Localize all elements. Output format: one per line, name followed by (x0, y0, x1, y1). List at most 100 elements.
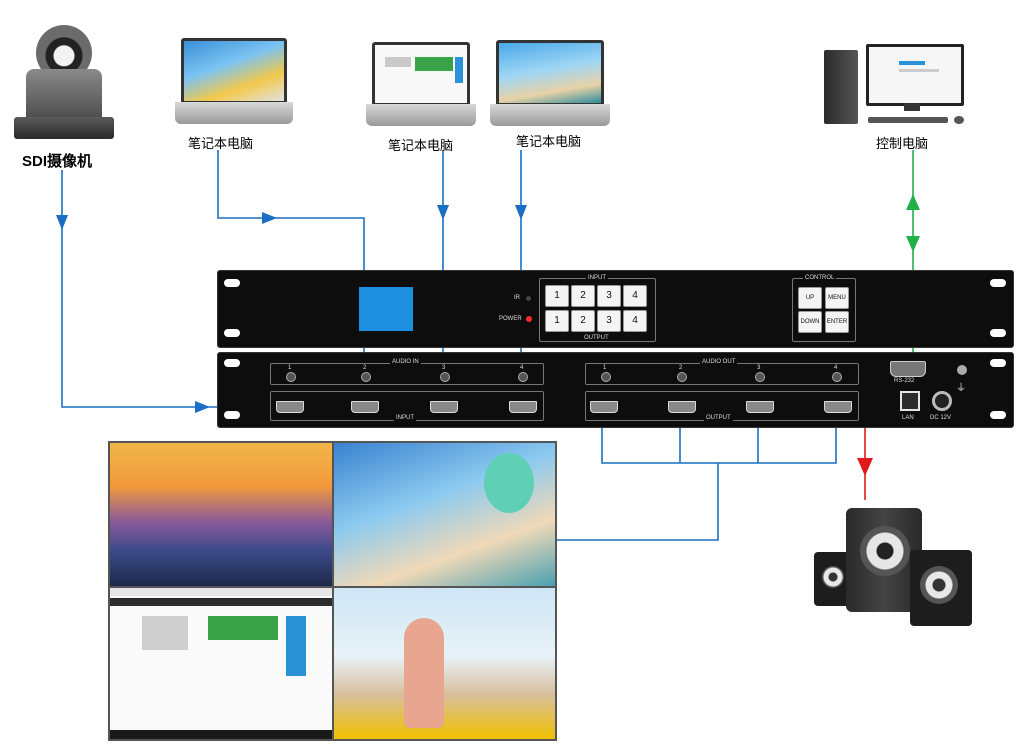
rack-hole (224, 329, 240, 337)
input-button-4[interactable]: 4 (623, 285, 647, 307)
lan-port[interactable] (900, 391, 920, 411)
power-indicator (526, 316, 532, 322)
laptop2-base (366, 104, 476, 126)
hdmi-output-1[interactable] (590, 401, 618, 413)
menu-button[interactable]: MENU (825, 287, 849, 309)
power-label: POWER (499, 316, 522, 322)
audio-out-port-label-3: 3 (757, 365, 761, 371)
laptop3-screen (496, 40, 604, 106)
pc-tower (824, 50, 858, 124)
display-wall (108, 441, 557, 741)
laptop1-base (175, 102, 293, 124)
pc-mouse (954, 116, 964, 124)
speaker-set (814, 508, 979, 626)
output-button-3[interactable]: 3 (597, 310, 621, 332)
audio-in-port-label-2: 2 (363, 365, 367, 371)
matrix-front-panel: IR POWER INPUT OUTPUT 1 2 3 4 1 2 3 4 CO… (217, 270, 1014, 348)
audio-out-jack-3[interactable] (755, 372, 765, 382)
front-output-title: OUTPUT (582, 335, 611, 341)
laptop2-label: 笔记本电脑 (388, 138, 454, 153)
hdmi-output-3[interactable] (746, 401, 774, 413)
ir-indicator (526, 296, 531, 301)
ground-icon: ⏚ (956, 383, 966, 394)
rack-hole (224, 359, 240, 367)
rs232-port[interactable] (890, 361, 926, 377)
rack-hole (990, 359, 1006, 367)
hdmi-input-4[interactable] (509, 401, 537, 413)
control-pc-label: 控制电脑 (876, 136, 929, 151)
enter-button[interactable]: ENTER (825, 311, 849, 333)
laptop1-label: 笔记本电脑 (188, 136, 254, 151)
laptop3-device (490, 40, 610, 130)
ground-screw (957, 365, 967, 375)
audio-in-jack-3[interactable] (440, 372, 450, 382)
pc-keyboard (868, 117, 948, 123)
down-button[interactable]: DOWN (798, 311, 822, 333)
camera-input-line (61, 170, 290, 408)
audio-in-group (270, 363, 544, 385)
wall-tile-webui (110, 588, 332, 739)
laptop1-screen (181, 38, 287, 104)
audio-out-jack-1[interactable] (601, 372, 611, 382)
audio-in-port-label-1: 1 (288, 365, 292, 371)
rack-hole (990, 279, 1006, 287)
audio-out-title: AUDIO OUT (700, 359, 738, 365)
pc-stand (904, 103, 920, 111)
audio-in-jack-4[interactable] (518, 372, 528, 382)
rack-hole (990, 411, 1006, 419)
matrix-rear-panel: AUDIO IN 1 2 3 4 INPUT AUDIO OUT 1 2 3 4… (217, 352, 1014, 428)
ir-label: IR (514, 295, 520, 301)
front-input-title: INPUT (586, 275, 608, 281)
up-button[interactable]: UP (798, 287, 822, 309)
input-button-2[interactable]: 2 (571, 285, 595, 307)
speaker-left (814, 552, 852, 606)
audio-in-jack-1[interactable] (286, 372, 296, 382)
laptop3-base (490, 104, 610, 126)
camera-yoke (26, 69, 102, 121)
dc-label: DC 12V (930, 415, 952, 421)
camera-base (14, 117, 114, 139)
audio-in-jack-2[interactable] (361, 372, 371, 382)
rack-hole (224, 411, 240, 419)
subwoofer (846, 508, 922, 612)
camera-device (14, 25, 114, 143)
laptop2-screen (372, 42, 470, 106)
pc-monitor (866, 44, 964, 106)
output-to-wall-line (557, 463, 719, 541)
output-button-2[interactable]: 2 (571, 310, 595, 332)
output-button-1[interactable]: 1 (545, 310, 569, 332)
lan-label: LAN (902, 415, 914, 421)
input-button-1[interactable]: 1 (545, 285, 569, 307)
audio-out-port-label-2: 2 (679, 365, 683, 371)
hdmi-output-2[interactable] (668, 401, 696, 413)
lcd-display (359, 287, 413, 331)
rack-hole (990, 329, 1006, 337)
speaker-right (910, 550, 972, 626)
wall-tile-anime (334, 443, 555, 586)
audio-out-jack-2[interactable] (677, 372, 687, 382)
laptop1-device (175, 38, 293, 128)
control-pc-device (824, 44, 969, 128)
output-bus-line (601, 420, 837, 464)
camera-label: SDI摄像机 (22, 153, 93, 170)
audio-in-port-label-4: 4 (520, 365, 524, 371)
hdmi-input-2[interactable] (351, 401, 379, 413)
rear-input-title: INPUT (394, 415, 416, 421)
audio-out-group (585, 363, 859, 385)
laptop2-device (366, 42, 476, 132)
wall-tile-person (334, 588, 555, 739)
input-button-3[interactable]: 3 (597, 285, 621, 307)
audio-out-port-label-4: 4 (834, 365, 838, 371)
hdmi-output-4[interactable] (824, 401, 852, 413)
dc-jack[interactable] (932, 391, 952, 411)
laptop3-label: 笔记本电脑 (516, 134, 582, 149)
audio-out-jack-4[interactable] (832, 372, 842, 382)
rear-output-title: OUTPUT (704, 415, 733, 421)
hdmi-input-1[interactable] (276, 401, 304, 413)
output-button-4[interactable]: 4 (623, 310, 647, 332)
hdmi-input-3[interactable] (430, 401, 458, 413)
audio-out-port-label-1: 1 (603, 365, 607, 371)
audio-in-port-label-3: 3 (442, 365, 446, 371)
audio-in-title: AUDIO IN (390, 359, 421, 365)
control-title: CONTROL (803, 275, 837, 281)
